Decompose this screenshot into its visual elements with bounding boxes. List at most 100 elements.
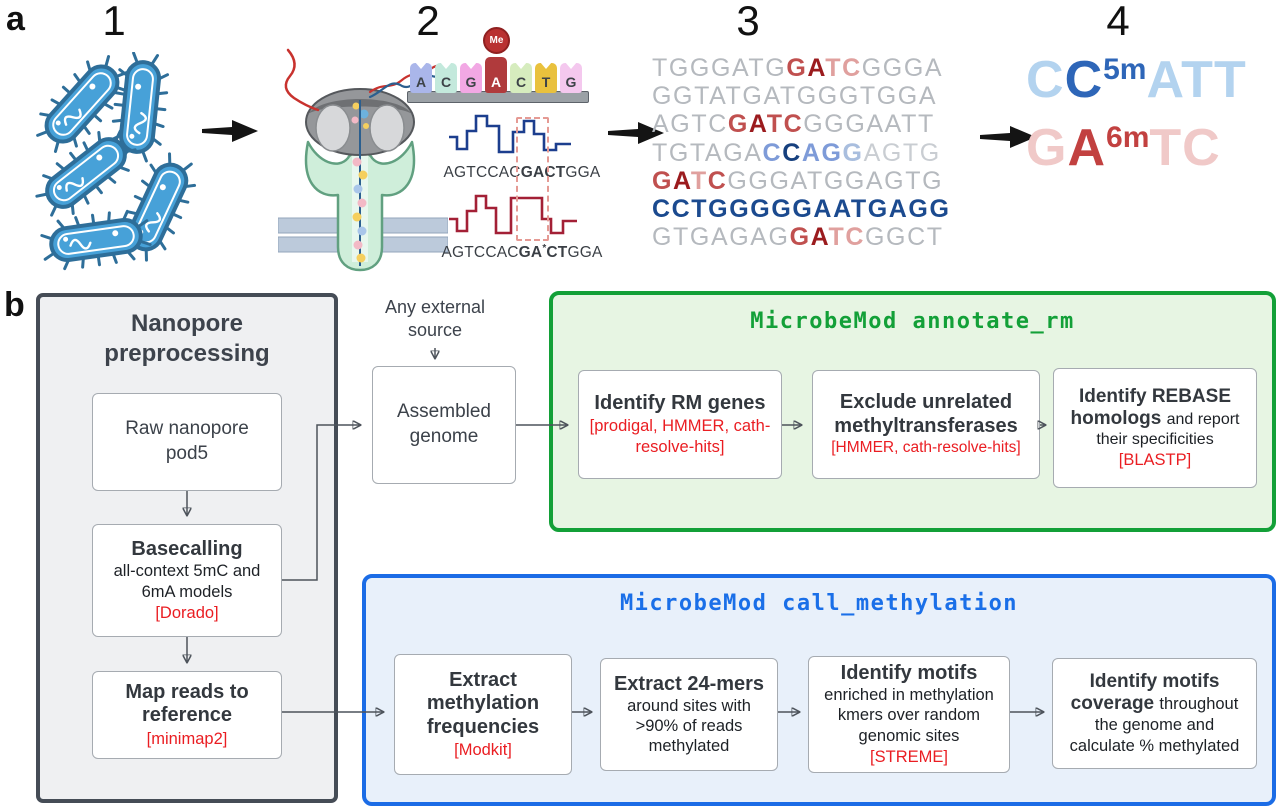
arrow-right-icon-1 — [202, 120, 258, 142]
exclude-mtases-title: Exclude unrelated methyltransferases — [834, 391, 1018, 437]
extract-24mers-box: Extract 24-mers around sites with >90% o… — [600, 658, 778, 771]
rebase-homologs-subtitle: and report their specificities — [1096, 410, 1240, 448]
sequence-segment: TGGGATG — [652, 54, 787, 82]
sequence-line: GATCGGGATGGAGTG — [652, 167, 951, 195]
sequence-segment: TC — [1149, 119, 1221, 177]
sequence-segment: 6m — [1106, 121, 1150, 154]
signal-trace-methylated — [449, 194, 577, 235]
basecalling-box: Basecalling all-context 5mC and 6mA mode… — [92, 524, 282, 637]
step-number-4: 4 — [1106, 0, 1130, 44]
sequence-line: AGTCGATCGGGAATT — [652, 110, 951, 138]
identify-motifs-box: Identify motifs enriched in methylation … — [808, 656, 1010, 773]
exclude-mtases-tool: [HMMER, cath-resolve-hits] — [831, 438, 1021, 456]
sequence-line: GTGAGAGGATCGGCT — [652, 223, 951, 251]
panel-b-label: b — [4, 286, 25, 324]
read-post: GGA — [565, 164, 601, 181]
arrow-right-icon-3 — [980, 126, 1036, 148]
dna-base-tag: A — [485, 57, 507, 93]
dna-base-tag: G — [560, 62, 582, 93]
dna-base-tag: A — [410, 62, 432, 93]
exclude-mtases-box: Exclude unrelated methyltransferases [HM… — [812, 370, 1040, 479]
sequence-segment: C — [782, 138, 802, 167]
sequence-segment: GGCT — [865, 223, 944, 252]
read-label-unmethylated: AGTCCACGACTGGA — [437, 164, 607, 182]
map-reads-title: Map reads to reference — [125, 681, 249, 727]
signal-trace-unmethylated — [449, 114, 571, 154]
sequence-segment: G — [842, 138, 864, 167]
raw-pod5-text: Raw nanopore pod5 — [125, 418, 249, 464]
sequence-segment: G — [821, 138, 843, 167]
rebase-homologs-title: Identify REBASE homologs — [1070, 385, 1232, 429]
panel-a-label: a — [6, 0, 25, 38]
sequence-segment: G — [727, 110, 749, 139]
extract-24mers-title: Extract 24-mers — [613, 672, 765, 695]
sequence-segment: C — [1026, 51, 1065, 109]
map-reads-tool: [minimap2] — [146, 729, 228, 748]
identify-rm-genes-title: Identify RM genes — [594, 392, 766, 415]
extract-24mers-subtitle: around sites with >90% of reads methylat… — [627, 696, 751, 756]
identify-motifs-subtitle: enriched in methylation kmers over rando… — [824, 686, 994, 745]
sequence-segment: C — [1064, 51, 1104, 109]
dna-base-tag: G — [460, 62, 482, 93]
sequence-line: TGGGATGGATCGGGA — [652, 54, 951, 82]
read-label-methylated: AGTCCACGA*CTGGA — [437, 243, 607, 262]
motif-5mc: CC5mATT — [1026, 54, 1247, 106]
sequence-segment: G — [652, 166, 674, 195]
sequence-segment: A — [801, 138, 822, 167]
basecalling-tool: [Dorado] — [155, 603, 219, 622]
methylation-signal-highlight — [516, 117, 549, 241]
basecalling-title: Basecalling — [131, 538, 243, 561]
sequence-segment: A — [807, 54, 826, 82]
extract-frequencies-box: Extract methylation frequencies [Modkit] — [394, 654, 572, 775]
sequence-segment: GTGAGAG — [652, 223, 790, 252]
sequence-segment: TC — [828, 223, 865, 252]
sequence-line: TGTAGACCAGGAGTG — [652, 139, 951, 167]
read-pre: AGTCCAC — [441, 244, 519, 262]
motif-coverage-title: Identify motifs coverage — [1070, 670, 1220, 714]
motif-coverage-subtitle: throughout the genome and calculate % me… — [1069, 694, 1240, 755]
sequence-segment: 5m — [1103, 53, 1147, 86]
bacteria-illustration — [35, 52, 206, 275]
step-number-1: 1 — [102, 0, 126, 44]
sequence-segment: GGTATGATGGGTGGA — [652, 82, 938, 111]
step-number-2: 2 — [416, 0, 440, 44]
sequence-segment: G — [789, 223, 811, 252]
step-number-3: 3 — [736, 0, 760, 44]
methyl-group-badge: Me — [483, 27, 510, 54]
arrow-right-icon-2 — [608, 122, 664, 144]
assembled-genome-text: Assembled genome — [397, 401, 491, 447]
sequence-line: CCTGGGGGAATGAGG — [652, 195, 951, 223]
dna-base-tag: C — [435, 62, 457, 93]
sequence-segment: C — [762, 138, 783, 167]
sequence-segment: TGTAGA — [652, 138, 763, 167]
sequence-segment: TC — [766, 110, 804, 139]
sequence-segment: A — [748, 110, 767, 139]
rebase-homologs-tool: [BLASTP] — [1118, 451, 1192, 470]
sequence-segment: AGTC — [652, 110, 728, 139]
external-source-label: Any external source — [384, 297, 486, 340]
sequence-segment: A — [810, 223, 829, 252]
sequence-segment: ATT — [1146, 51, 1247, 109]
raw-pod5-box: Raw nanopore pod5 — [92, 393, 282, 491]
read-motif-pre: GA — [518, 244, 543, 262]
sequence-segment: CCTGGGGGAATGAGG — [652, 195, 951, 224]
sequence-segment: GGGA — [861, 54, 944, 82]
assembled-genome-box: Assembled genome — [372, 366, 516, 484]
extract-frequencies-tool: [Modkit] — [454, 740, 512, 759]
annotate-rm-title: MicrobeMod annotate_rm — [750, 309, 1075, 334]
sequence-segment: A — [1067, 119, 1107, 177]
extract-frequencies-title: Extract methylation frequencies — [426, 669, 540, 738]
identify-rm-genes-tool: [prodigal, HMMER, cath-resolve-hits] — [589, 417, 771, 456]
identify-rm-genes-box: Identify RM genes [prodigal, HMMER, cath… — [578, 370, 782, 479]
nanopore-illustration — [278, 48, 448, 272]
preprocessing-title: Nanopore preprocessing — [104, 310, 270, 367]
motif-6ma: GA6mTC — [1026, 122, 1221, 174]
sequence-segment: GGGAATT — [803, 110, 935, 139]
sequence-segment: T — [690, 166, 708, 195]
sequence-segment: TC — [825, 54, 862, 82]
